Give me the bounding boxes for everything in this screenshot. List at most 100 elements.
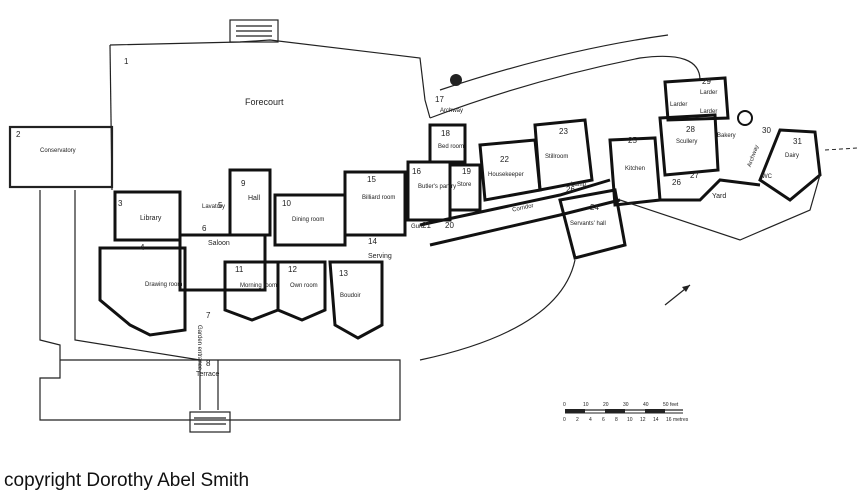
dining-walls [273, 193, 347, 247]
scale-feet-40: 40 [643, 402, 649, 408]
yard-label: Yard [712, 193, 726, 200]
room-number-11: 11 [235, 265, 244, 274]
room-number-5: 5 [218, 201, 223, 210]
scale-m-14: 14 [653, 417, 659, 423]
conservatory-label: Conservatory [40, 148, 76, 154]
billiard-walls [343, 170, 407, 237]
store-label: Store [457, 182, 472, 188]
room-number-15: 15 [367, 175, 376, 184]
room-number-19: 19 [462, 167, 471, 176]
room-number-8: 8 [206, 359, 211, 368]
drawing-room-label: Drawing room [145, 282, 182, 288]
dairy-label: Dairy [785, 153, 799, 159]
scale-m-10: 10 [627, 417, 633, 423]
bedroom-walls [428, 123, 467, 164]
library-label: Library [140, 215, 162, 222]
kitchen-label: Kitchen [625, 166, 645, 172]
room-number-12: 12 [288, 265, 297, 274]
terrace-steps [189, 411, 231, 433]
room-number-26a: 26 [566, 185, 575, 194]
scale-m-16: 16 metres [666, 417, 689, 423]
scale-m-4: 4 [589, 417, 592, 423]
room-number-3: 3 [118, 199, 123, 208]
room-number-10: 10 [282, 199, 291, 208]
boudoir-label: Boudoir [340, 293, 361, 299]
drawing-walls [98, 246, 187, 337]
bakery-label: Bakery [717, 133, 736, 139]
scale-bar [565, 409, 683, 414]
scale-feet-30: 30 [623, 402, 629, 408]
scale-feet-10: 10 [583, 402, 589, 408]
hall-walls [228, 168, 272, 237]
scale-m-12: 12 [640, 417, 646, 423]
own-walls [276, 260, 327, 322]
conservatory-outline [8, 125, 114, 189]
scale-feet-0: 0 [563, 402, 566, 408]
room-number-2: 2 [16, 130, 21, 139]
scale-m-0: 0 [563, 417, 566, 423]
room-number-31: 31 [793, 137, 802, 146]
top-steps [229, 19, 279, 43]
gun-room-label: Gun [411, 224, 422, 230]
housekeeper-label: Housekeeper [488, 172, 524, 178]
servants-hall-label: Servants' hall [570, 221, 606, 227]
room-number-13: 13 [339, 269, 348, 278]
room-number-14: 14 [368, 237, 377, 246]
yard-walls [660, 178, 761, 202]
archway-right-label: Archway [747, 144, 761, 168]
tower-circle [450, 74, 462, 86]
billiard-room-label: Billiard room [362, 195, 395, 201]
room-number-28: 28 [686, 125, 695, 134]
room-number-17: 17 [435, 95, 444, 104]
room-number-30: 30 [762, 126, 771, 135]
scale-labels: 0 10 20 30 40 50 feet 0 2 4 6 8 10 12 14… [563, 402, 689, 423]
corridor-label: Corridor [512, 203, 534, 213]
serving-label: Serving [368, 253, 392, 260]
room-number-20: 20 [445, 221, 454, 230]
round-tower [737, 110, 753, 126]
scullery-walls [658, 113, 720, 177]
garden-entrance-label: Garden entrance [196, 325, 202, 371]
hall-label: Hall [248, 195, 261, 202]
room-number-22: 22 [500, 155, 509, 164]
servants-hall-walls [558, 188, 627, 260]
butlers-pantry-label: Butler's pantry [418, 184, 456, 190]
room-number-6: 6 [202, 224, 207, 233]
housekeeper-walls [478, 138, 542, 202]
scale-feet-50: 50 feet [663, 402, 679, 408]
terrace-outline [39, 190, 401, 421]
dining-room-label: Dining room [292, 217, 324, 223]
stillroom-walls [533, 118, 594, 192]
forecourt-label: Forecourt [245, 97, 284, 107]
saloon-walls [178, 233, 267, 292]
room-number-23: 23 [559, 127, 568, 136]
scale-m-6: 6 [602, 417, 605, 423]
larder-top-label: Larder [700, 90, 717, 96]
corridor-walls [419, 178, 621, 247]
saloon-label: Saloon [208, 240, 230, 247]
room-number-4: 4 [140, 243, 145, 252]
morning-room-label: Morning room [240, 283, 277, 289]
bed-room-label: Bed room [438, 144, 464, 150]
scale-feet-20: 20 [603, 402, 609, 408]
scullery-label: Scullery [676, 139, 697, 145]
room-number-18: 18 [441, 129, 450, 138]
north-arrow-icon [664, 284, 691, 306]
room-number-21: 21 [422, 221, 431, 230]
scale-m-2: 2 [576, 417, 579, 423]
larder-mid-label: Larder [700, 109, 717, 115]
forecourt-wall [109, 39, 431, 119]
room-number-25: 25 [628, 136, 637, 145]
room-number-29: 29 [702, 77, 711, 86]
wc-label: WC [762, 174, 773, 180]
boudoir-walls [328, 260, 384, 340]
copyright-caption: copyright Dorothy Abel Smith [4, 470, 250, 491]
archway-top-label: Archway [440, 108, 463, 114]
dairy-walls [758, 128, 822, 202]
room-number-16: 16 [412, 167, 421, 176]
room-number-24: 24 [590, 203, 599, 212]
room-number-9: 9 [241, 179, 246, 188]
lavatory-label: Lavatory [202, 204, 225, 210]
morning-walls [223, 260, 280, 322]
